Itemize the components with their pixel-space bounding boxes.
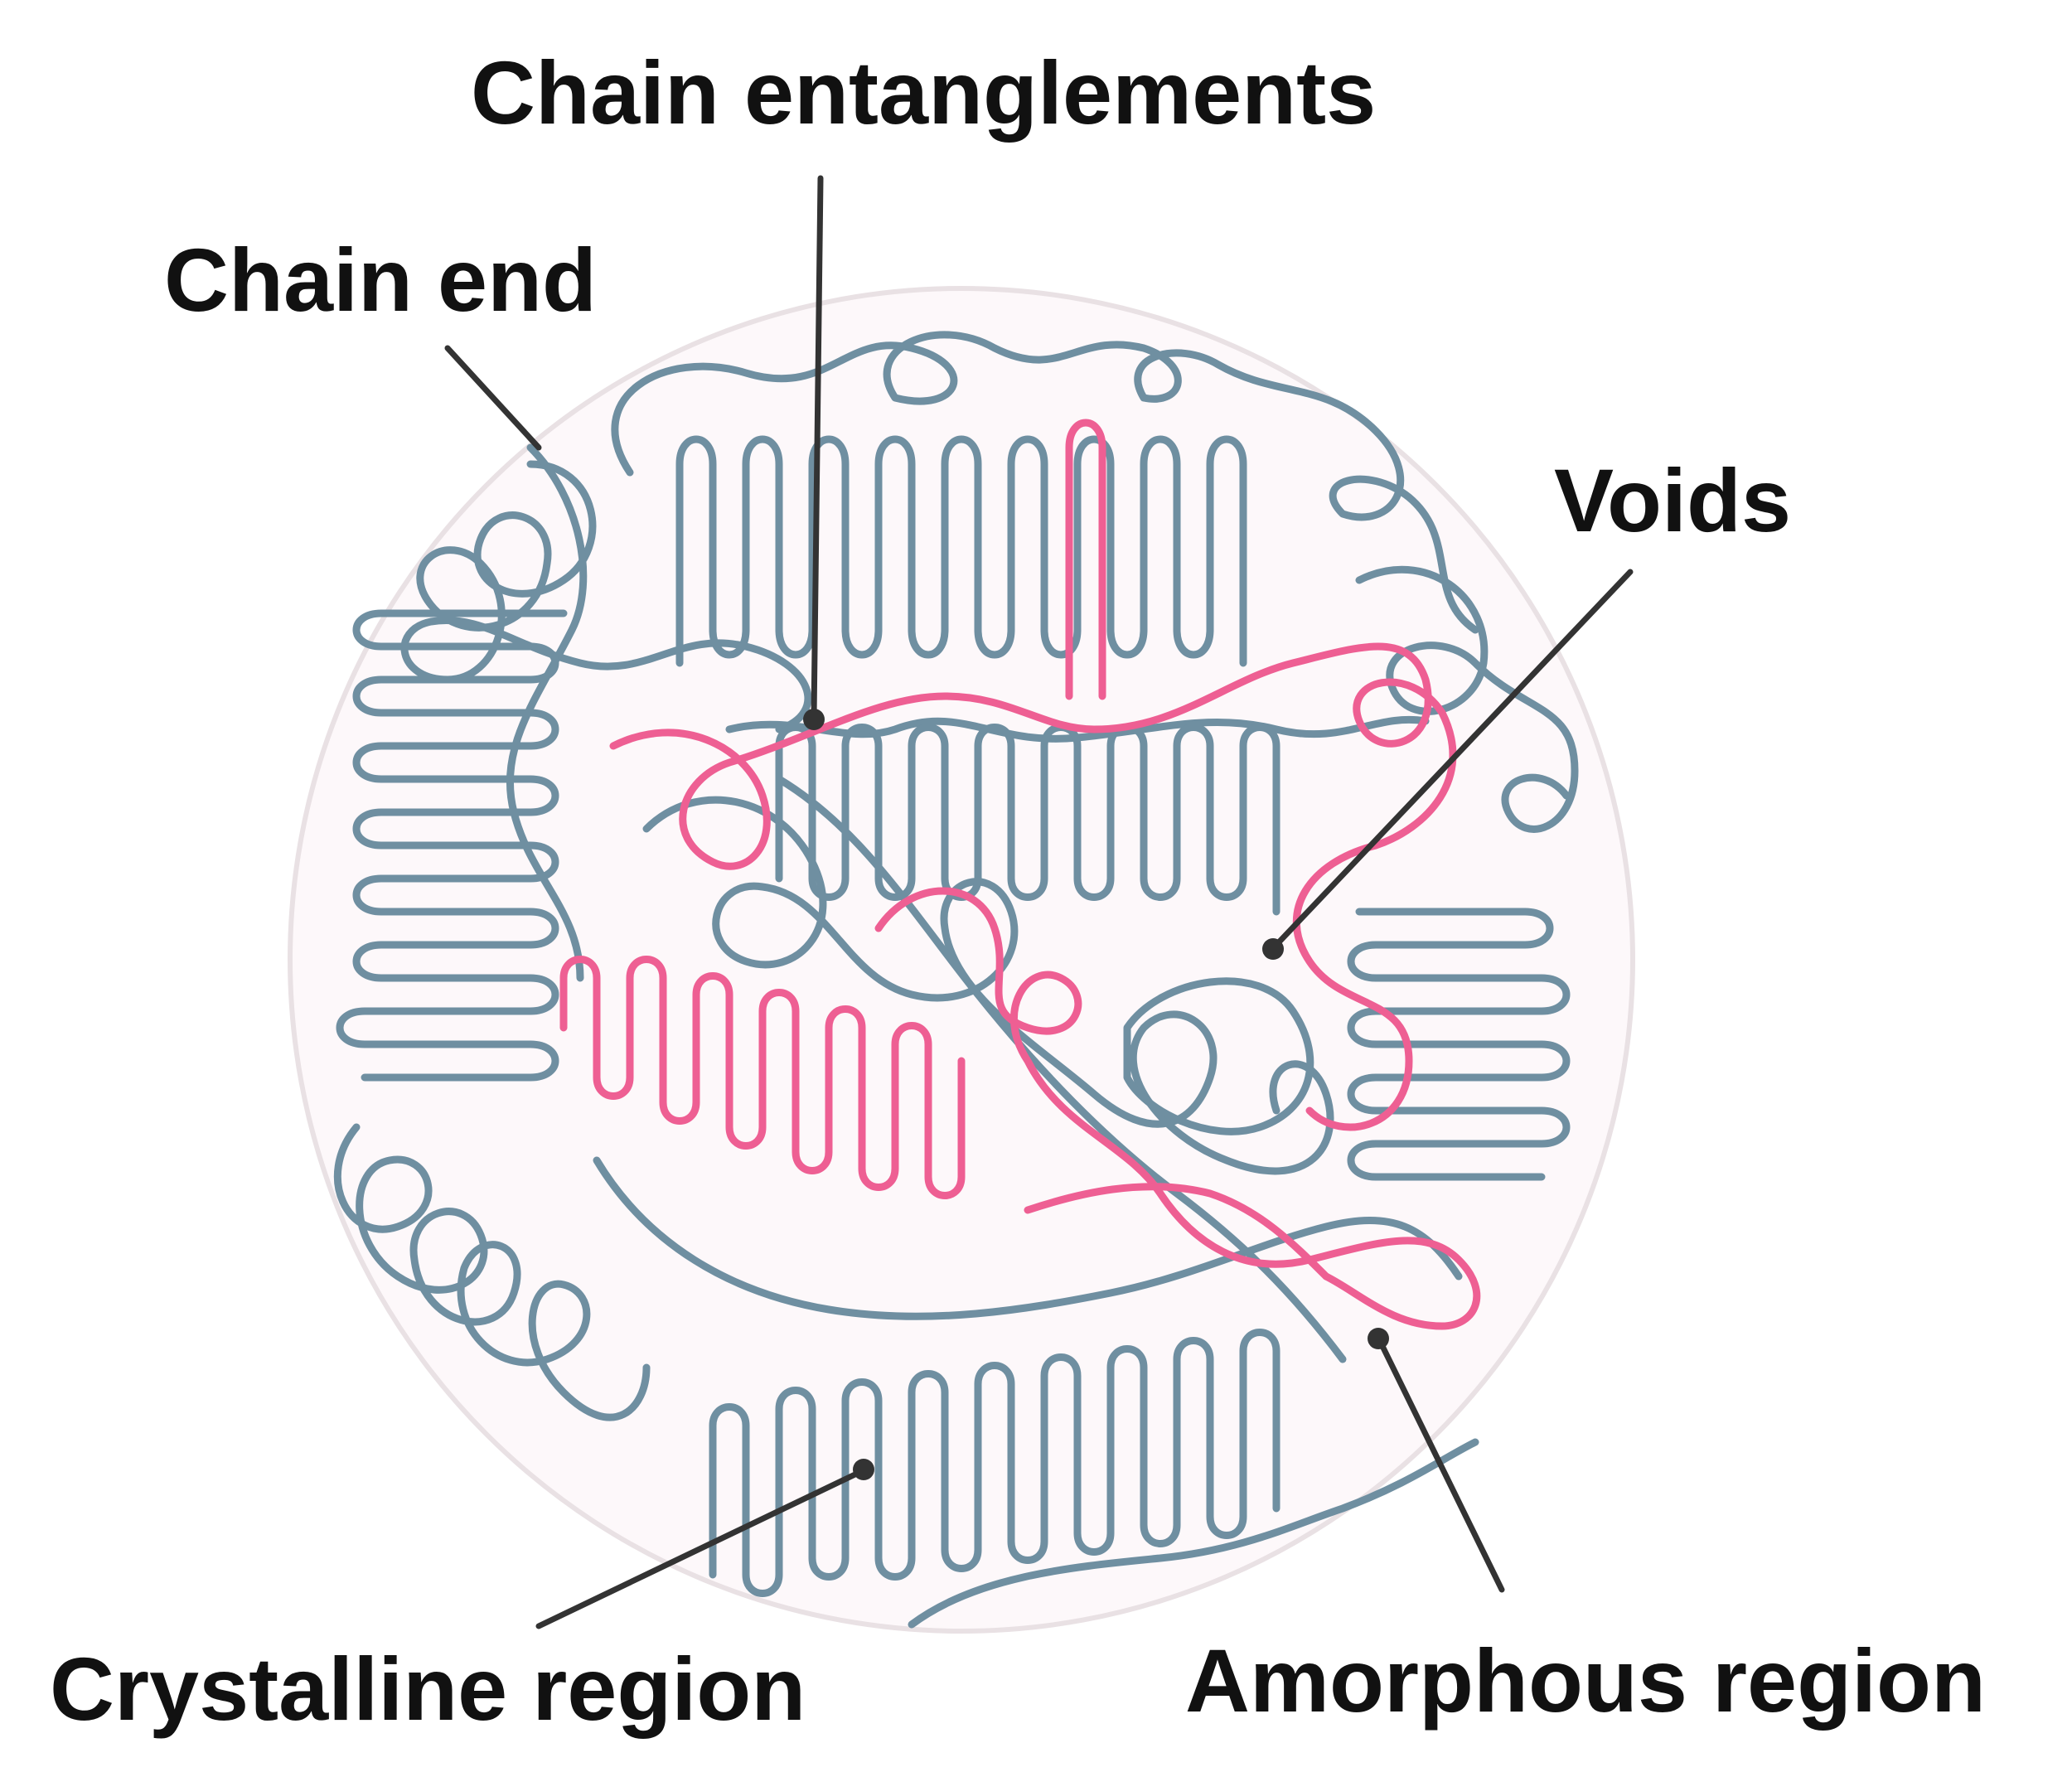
leader-voids xyxy=(1273,569,1634,948)
amorphous-chain-center xyxy=(642,796,1334,1175)
leader-lines xyxy=(444,175,1634,1629)
amorphous-chain-lower xyxy=(593,1156,1463,1320)
lamella-left xyxy=(336,609,568,1082)
dot-chain-entanglements xyxy=(803,709,825,730)
amorphous-chain-left xyxy=(400,460,812,733)
label-voids: Voids xyxy=(1554,450,1792,550)
void-loop xyxy=(1123,977,1314,1135)
label-chain-entanglements: Chain entanglements xyxy=(471,42,1377,143)
label-chain-end: Chain end xyxy=(164,230,598,330)
label-amorphous-region: Amorphous region xyxy=(1185,1630,1986,1731)
dot-amorphous-region xyxy=(1368,1328,1389,1349)
pink-chain-loop xyxy=(609,642,1457,1131)
pink-chain-tail xyxy=(1024,1183,1330,1281)
lamella-top xyxy=(675,435,1247,667)
leader-amorphous-region xyxy=(1377,1338,1505,1593)
amorphous-chain-top xyxy=(611,331,1479,634)
leader-chain-entanglements xyxy=(811,175,824,720)
leader-crystalline-region xyxy=(535,1468,865,1629)
pink-chain-fold-block xyxy=(559,956,966,1199)
highlighted-chain xyxy=(559,419,1481,1330)
leader-chain-end xyxy=(444,345,542,451)
pink-chain-top-fold xyxy=(1065,419,1106,700)
crystalline-lamellae xyxy=(336,435,1571,1597)
amorphous-chain-bottom xyxy=(908,1438,1479,1629)
lamella-center xyxy=(775,724,1280,916)
pink-chain-center xyxy=(874,887,1481,1330)
lamella-bottom xyxy=(709,1329,1280,1597)
dot-crystalline-region xyxy=(853,1459,874,1480)
amorphous-chain-outer-left xyxy=(506,443,588,982)
amorphous-chain-bottom-left xyxy=(333,1123,651,1421)
polymer-sphere xyxy=(288,286,1635,1634)
amorphous-chain-right xyxy=(1355,565,1579,833)
dot-voids xyxy=(1262,938,1284,960)
lamella-right xyxy=(1347,908,1571,1181)
label-crystalline-region: Crystalline region xyxy=(50,1639,806,1739)
